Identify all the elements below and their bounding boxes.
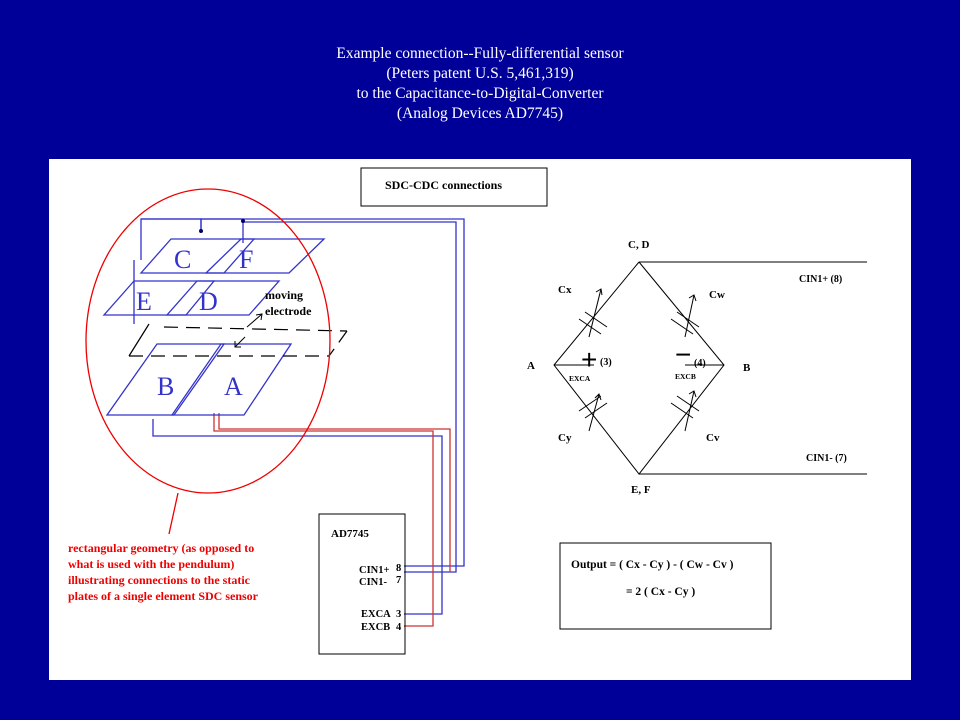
- plate-d-label: D: [199, 287, 218, 316]
- plate-c-outline: [139, 238, 256, 274]
- plate-b-label: B: [157, 372, 174, 401]
- cap-cw: Cw: [709, 289, 725, 301]
- node-cd: C, D: [628, 239, 649, 251]
- title-line-4: (Analog Devices AD7745): [396, 105, 564, 122]
- note-line-4: plates of a single element SDC sensor: [68, 589, 259, 603]
- exca-tag: EXCA: [569, 374, 591, 383]
- wire-exca: [152, 419, 443, 615]
- junction-dot: [241, 219, 245, 223]
- output-line-1: Output = ( Cx - Cy ) - ( Cw - Cv ): [571, 559, 734, 571]
- plate-e-label: E: [136, 287, 152, 316]
- moving-label-1: moving: [265, 288, 303, 302]
- plus-sign: +: [581, 344, 597, 375]
- slide-title: Example connection--Fully-differential s…: [0, 44, 960, 124]
- note-pointer: [168, 492, 179, 535]
- note-line-3: illustrating connections to the static: [68, 573, 251, 587]
- plate-letters: C F E D B A: [136, 245, 253, 401]
- plate-e-outline: [102, 280, 216, 316]
- chip-name: AD7745: [331, 528, 369, 540]
- num-3: (3): [600, 357, 612, 368]
- sdc-cdc-box: [360, 167, 548, 207]
- num-4: (4): [694, 358, 706, 369]
- cap-cy: Cy: [558, 432, 572, 444]
- excb-tag: EXCB: [675, 372, 696, 381]
- output-box: [559, 542, 772, 630]
- red-note: rectangular geometry (as opposed to what…: [68, 541, 259, 603]
- minus-sign: −: [675, 339, 691, 370]
- plate-c-label: C: [174, 245, 191, 274]
- wire-cin1m-a: [243, 221, 457, 573]
- pin-4: 4: [396, 622, 402, 633]
- cin1p-out: CIN1+ (8): [799, 274, 842, 285]
- plate-a-label: A: [224, 372, 243, 401]
- cap-cx: Cx: [558, 284, 572, 296]
- plate-a-outline: [170, 343, 293, 416]
- moving-label-2: electrode: [265, 304, 312, 318]
- pin-3: 3: [396, 609, 401, 620]
- bridge-labels: C, D E, F A B Cx Cw Cy Cv CIN1+ (8) CIN1…: [527, 239, 847, 496]
- bridge-circuit: [553, 261, 867, 475]
- cin1m-out: CIN1- (7): [806, 453, 847, 464]
- junction-dot: [199, 229, 203, 233]
- title-line-1: Example connection--Fully-differential s…: [336, 45, 624, 62]
- moving-arrows: [234, 313, 263, 348]
- pin-8: 8: [396, 563, 401, 574]
- ad7745-chip: [318, 513, 406, 655]
- pin-exca-label: EXCA: [361, 609, 391, 620]
- plate-f-label: F: [239, 245, 253, 274]
- node-b: B: [743, 362, 751, 374]
- note-line-2: what is used with the pendulum): [68, 557, 234, 571]
- plate-d-outline: [165, 280, 281, 316]
- wire-cin1p: [141, 218, 465, 567]
- title-line-3: to the Capacitance-to-Digital-Converter: [356, 85, 604, 102]
- chip-pins: CIN1+ CIN1- EXCA EXCB 8 7 3 4: [359, 563, 402, 633]
- node-a: A: [527, 360, 535, 372]
- diagram-panel: SDC-CDC connections C F E D B A: [49, 159, 911, 680]
- note-line-1: rectangular geometry (as opposed to: [68, 541, 254, 555]
- plate-f-outline: [204, 238, 326, 274]
- blue-wires: [133, 218, 465, 615]
- output-line-2: = 2 ( Cx - Cy ): [626, 586, 695, 598]
- connection-diagram: SDC-CDC connections C F E D B A: [68, 167, 867, 655]
- red-wires: [213, 413, 451, 627]
- pin-cin1p-label: CIN1+: [359, 565, 390, 576]
- sdc-cdc-label: SDC-CDC connections: [385, 178, 502, 192]
- pin-cin1m-label: CIN1-: [359, 577, 388, 588]
- sensor-ellipse: [85, 188, 331, 494]
- title-line-2: (Peters patent U.S. 5,461,319): [386, 65, 574, 82]
- moving-electrode: [128, 323, 348, 357]
- cap-cv: Cv: [706, 432, 720, 444]
- pin-7: 7: [396, 575, 401, 586]
- capacitor-symbols: [578, 288, 700, 432]
- node-ef: E, F: [631, 484, 651, 496]
- wire-red-a: [218, 413, 451, 572]
- plates: [102, 238, 326, 416]
- pin-excb-label: EXCB: [361, 622, 390, 633]
- wire-excb: [213, 413, 434, 627]
